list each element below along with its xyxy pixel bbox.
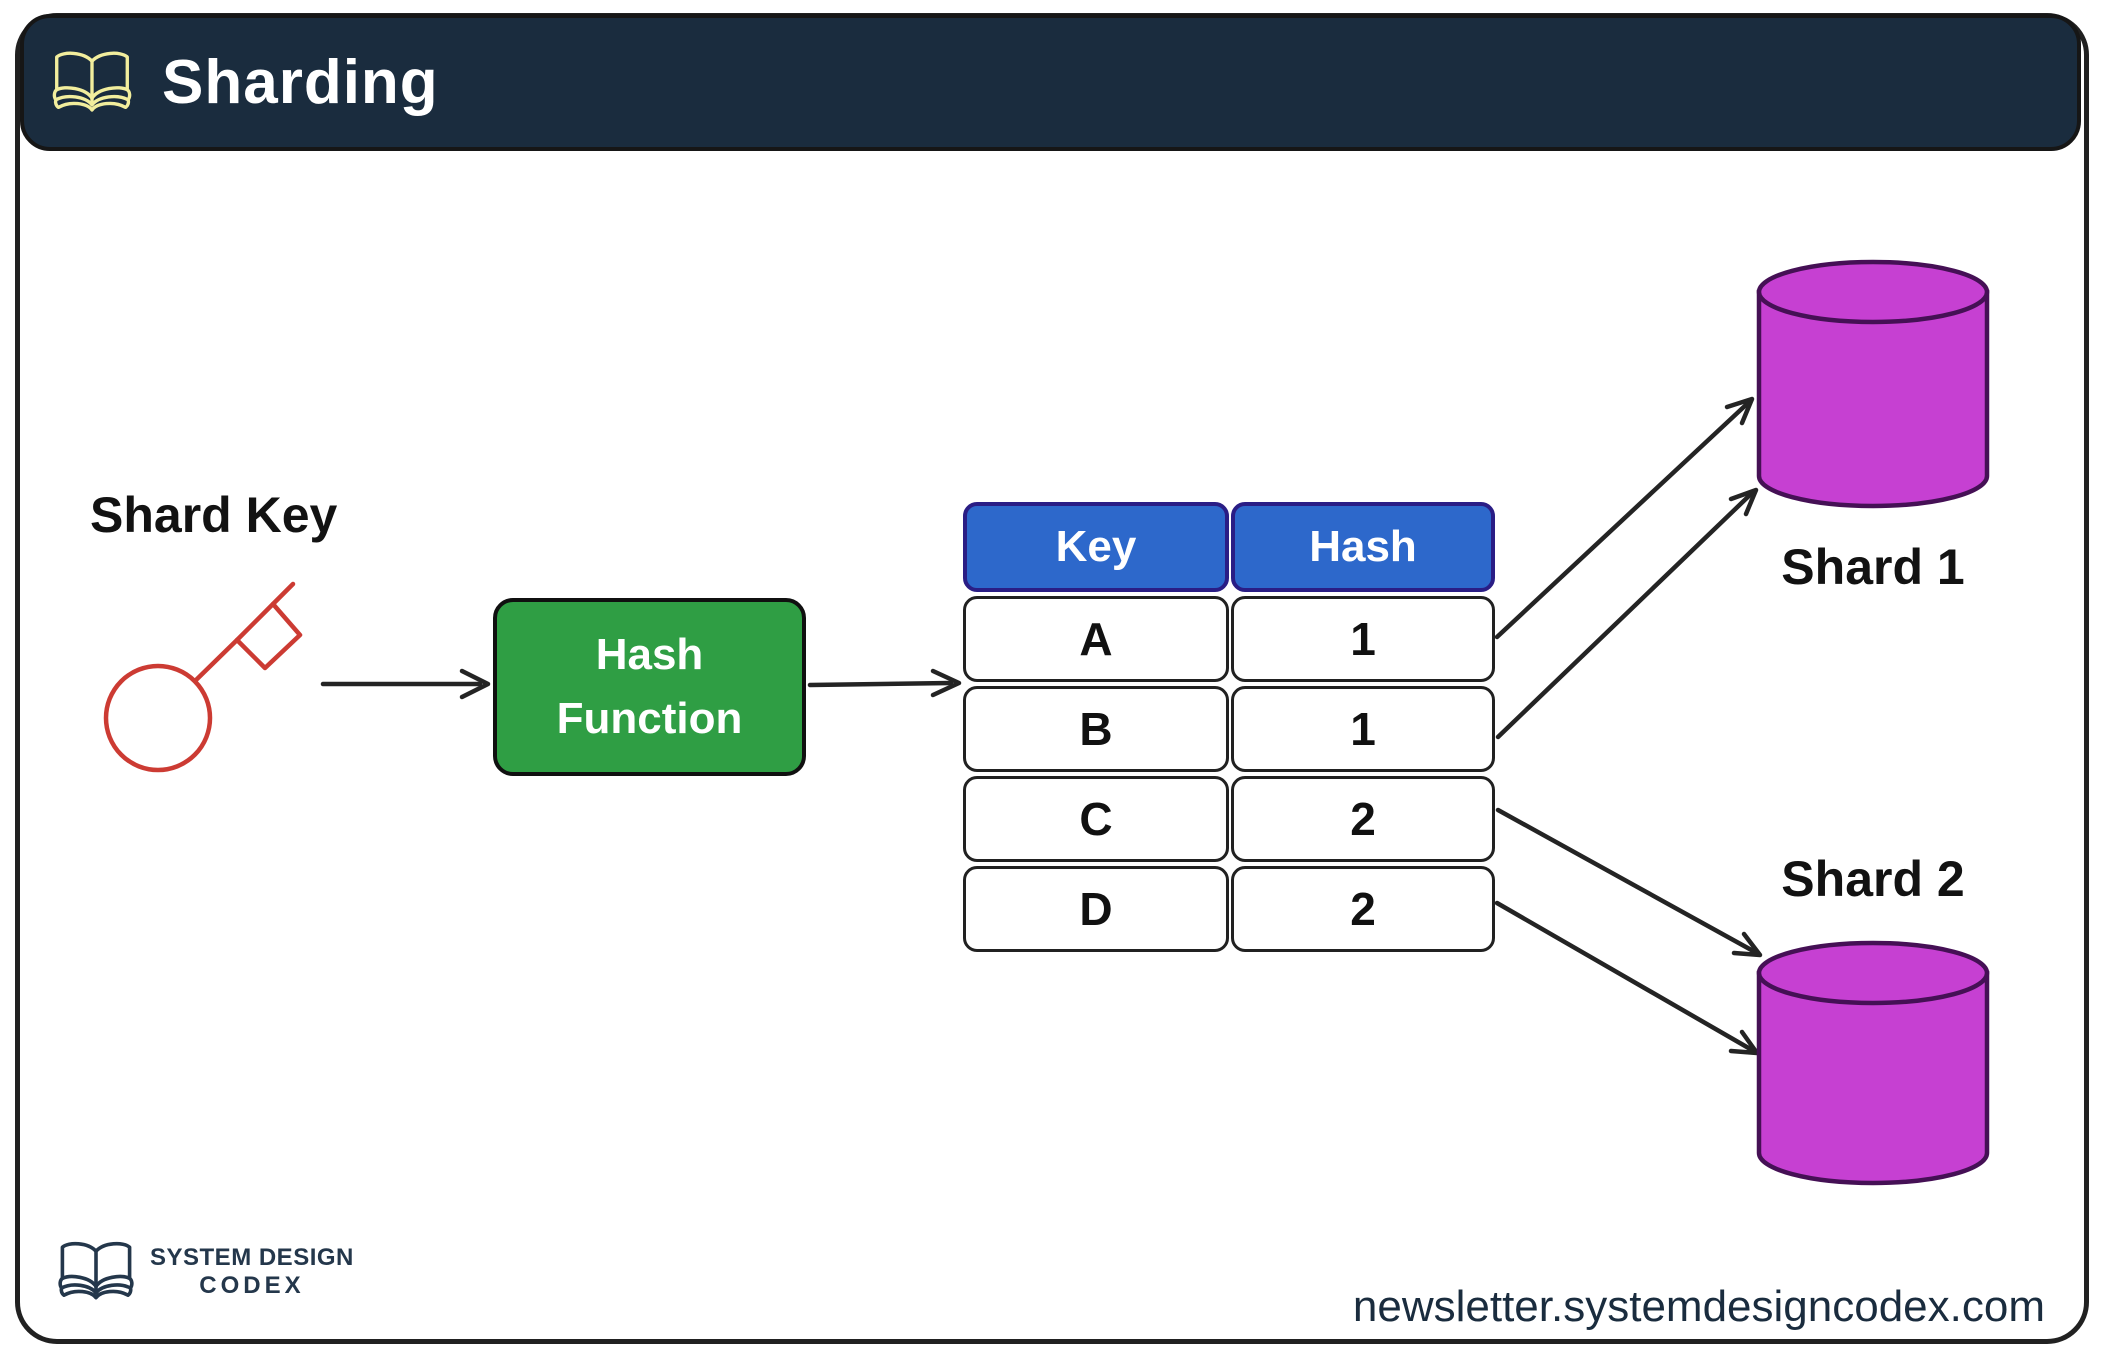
table-cell-key-row2: B (963, 686, 1229, 772)
page-title: Sharding (162, 48, 439, 117)
brand-name-line2: CODEX (199, 1272, 305, 1299)
shard2-label: Shard 2 (1781, 851, 1965, 907)
table-cell-hash-row2: 1 (1231, 686, 1495, 772)
brand-logo: SYSTEM DESIGN CODEX (50, 1240, 354, 1304)
table-header-hash: Hash (1231, 502, 1495, 592)
open-book-icon (52, 51, 132, 112)
table-cell-hash-row3: 2 (1231, 776, 1495, 862)
hash-function-label: Hash Function (556, 630, 743, 743)
table-cell-hash-row4: 2 (1231, 866, 1495, 952)
brand-name: SYSTEM DESIGN CODEX (150, 1244, 354, 1300)
table-header-key: Key (963, 502, 1229, 592)
brand-name-line1: SYSTEM DESIGN (150, 1244, 354, 1271)
hash-function-box: Hash Function (493, 598, 806, 776)
header-bar: Sharding (20, 14, 2081, 151)
table-cell-key-row4: D (963, 866, 1229, 952)
table-cell-key-row3: C (963, 776, 1229, 862)
table-cell-hash-row1: 1 (1231, 596, 1495, 682)
newsletter-url: newsletter.systemdesigncodex.com (1352, 1282, 2045, 1331)
brand-book-icon (58, 1241, 134, 1300)
shard-key-label: Shard Key (90, 487, 338, 543)
table-cell-key-row1: A (963, 596, 1229, 682)
shard1-label: Shard 1 (1781, 539, 1965, 595)
